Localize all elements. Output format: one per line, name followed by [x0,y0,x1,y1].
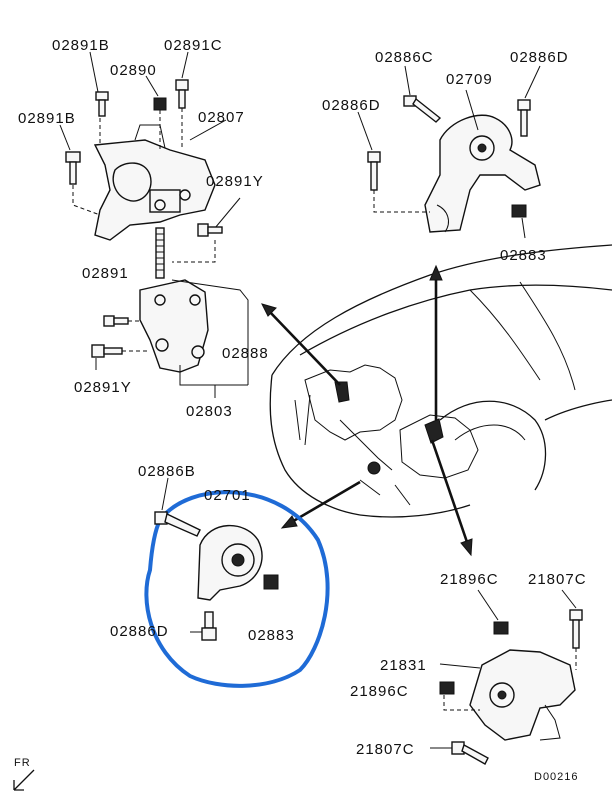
label-21807c-top: 21807C [528,571,587,588]
mount-assembly-02701 [144,477,330,688]
label-02701: 02701 [204,487,251,504]
highlight-circle [144,490,330,688]
bolt-21807c-bottom [430,741,489,765]
label-02888: 02888 [222,345,269,362]
mount-assembly-21831 [430,589,583,765]
bolt-02891b-top [89,51,109,117]
bolt-02886c [403,65,442,123]
callout-arrows [261,264,473,557]
label-21831: 21831 [380,657,427,674]
label-02883-top: 02883 [500,247,547,264]
nut-21896c-top [477,589,509,635]
label-02883-bottom: 02883 [248,627,295,644]
mount-assembly-02807 [59,51,249,398]
bolt-02891-mid [103,315,140,327]
nut-02883-bottom [263,574,279,590]
label-02886d-left: 02886D [322,97,381,114]
label-21807c-bottom: 21807C [356,741,415,758]
fr-arrow-icon [13,769,35,791]
label-21896c-left: 21896C [350,683,409,700]
label-02886d-right: 02886D [510,49,569,66]
bolt-02886d-bottom [190,611,217,641]
bolt-02891y-top [197,197,241,237]
bolt-02891c [175,51,189,109]
nut-21896c-left [439,681,455,695]
bolt-02891y-bottom [91,344,150,370]
fr-label: FR [14,757,31,769]
label-02807: 02807 [198,109,245,126]
label-02803: 02803 [186,403,233,420]
bolt-02886d-left [357,111,381,191]
stud-02888 [155,227,165,279]
bolt-21807c-top [561,589,583,649]
label-02886d-bottom: 02886D [110,623,169,640]
label-02891y-top: 02891Y [206,173,264,190]
bolt-02886b [154,477,201,537]
bolt-02891b-left [59,124,81,185]
bolt-02886d-right [517,65,541,137]
nut-02883-top [511,204,527,239]
label-02886b: 02886B [138,463,196,480]
label-02891y-bottom: 02891Y [74,379,132,396]
label-02891b-top: 02891B [52,37,110,54]
label-02886c: 02886C [375,49,434,66]
mount-assembly-02709 [357,65,541,239]
label-02890: 02890 [110,62,157,79]
front-indicator: FR [13,757,35,791]
label-21896c-top: 21896C [440,571,499,588]
label-02891b-left: 02891B [18,110,76,127]
label-02709: 02709 [446,71,493,88]
label-02891: 02891 [82,265,129,282]
vehicle-outline [269,244,612,518]
part-labels: 02891B 02891C 02890 02891B 02807 02891Y … [18,37,587,758]
label-02891c: 02891C [164,37,223,54]
diagram-reference-code: D00216 [534,771,579,783]
nut-02890 [145,75,167,111]
